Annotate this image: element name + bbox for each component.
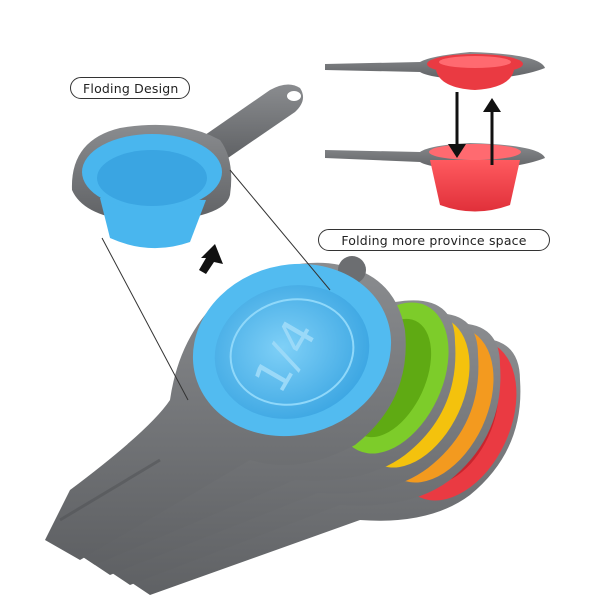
red-cup-open [325, 52, 545, 90]
blue-cup-folded [71, 84, 304, 249]
up-arrow-icon-right [483, 98, 501, 165]
red-cup-expanded [325, 143, 545, 212]
floding-design-label: Floding Design [70, 77, 190, 99]
down-arrow-icon [448, 92, 466, 158]
cup-stack: 1/4 [45, 256, 521, 595]
folding-space-label: Folding more province space [318, 229, 550, 251]
blue-measuring-cup-front: 1/4 [45, 256, 406, 560]
up-arrow-icon [199, 244, 223, 274]
